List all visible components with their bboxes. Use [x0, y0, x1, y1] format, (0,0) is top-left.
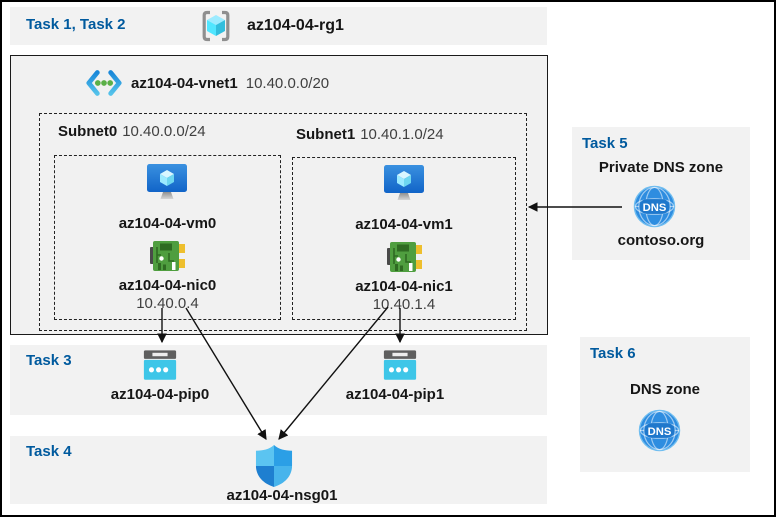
task5-box: Task 5 Private DNS zone DNS contoso.org — [572, 127, 750, 260]
pip0-icon — [142, 349, 178, 382]
private-dns-icon: DNS — [633, 185, 676, 228]
subnet1-name: Subnet1 — [296, 126, 356, 143]
vm0-name: az104-04-vm0 — [118, 215, 217, 232]
private-dns-zone-name: contoso.org — [617, 232, 705, 249]
vm1-name: az104-04-vm1 — [355, 216, 453, 233]
nsg-name: az104-04-nsg01 — [226, 487, 338, 504]
resource-group-icon — [198, 8, 234, 44]
dns-zone-icon: DNS — [638, 409, 681, 452]
dns-icon-text: DNS — [643, 202, 667, 214]
subnets-region: Subnet0 10.40.0.0/24 Subnet1 10.40.1.0/2… — [39, 113, 527, 331]
pip1-name: az104-04-pip1 — [345, 386, 445, 403]
subnet0-box: az104-04-vm0 az104-04- — [54, 155, 281, 320]
nic0-icon — [149, 239, 187, 273]
subnet1-box: az104-04-vm1 az104-04- — [292, 157, 516, 320]
subnet0-name: Subnet0 — [58, 123, 118, 140]
resource-group-band: Task 1, Task 2 az104-04-rg1 — [10, 7, 547, 45]
vnet-cidr: 10.40.0.0/20 — [245, 74, 330, 92]
task-1-2-label: Task 1, Task 2 — [26, 16, 126, 33]
nic0-ip: 10.40.0.4 — [136, 295, 199, 312]
vnet-header: az104-04-vnet1 10.40.0.0/20 — [85, 69, 329, 97]
task3-label: Task 3 — [26, 352, 72, 369]
nic1-icon — [386, 240, 424, 274]
subnet1-header: Subnet1 10.40.1.0/24 — [296, 126, 444, 143]
vnet-box: az104-04-vnet1 10.40.0.0/20 Subnet0 10.4… — [10, 55, 548, 335]
subnet1-cidr: 10.40.1.0/24 — [360, 126, 444, 143]
task5-label: Task 5 — [582, 135, 628, 152]
nic1-ip: 10.40.1.4 — [372, 296, 436, 313]
vnet-name: az104-04-vnet1 — [131, 74, 238, 92]
nsg-shield-icon — [253, 443, 295, 489]
task3-band: Task 3 az104-04-pip0 az104-04-pip1 — [10, 345, 547, 415]
dns-icon-text: DNS — [648, 426, 672, 438]
nic1-name: az104-04-nic1 — [355, 278, 453, 295]
task4-band: Task 4 az104-04-nsg01 — [10, 436, 547, 504]
subnet0-cidr: 10.40.0.0/24 — [122, 123, 206, 140]
pip1-icon — [382, 349, 418, 382]
private-dns-zone-title: Private DNS zone — [598, 159, 724, 176]
vm0-icon — [145, 161, 189, 205]
subnet0-header: Subnet0 10.40.0.0/24 — [58, 123, 206, 140]
dns-zone-title: DNS zone — [629, 381, 700, 398]
vnet-icon — [85, 69, 123, 97]
vm1-icon — [382, 162, 426, 206]
task4-label: Task 4 — [26, 443, 72, 460]
pip0-name: az104-04-pip0 — [110, 386, 210, 403]
nic0-name: az104-04-nic0 — [118, 277, 217, 294]
task6-box: Task 6 DNS zone DNS — [580, 337, 750, 472]
resource-group-name: az104-04-rg1 — [247, 17, 344, 34]
task6-label: Task 6 — [590, 345, 636, 362]
